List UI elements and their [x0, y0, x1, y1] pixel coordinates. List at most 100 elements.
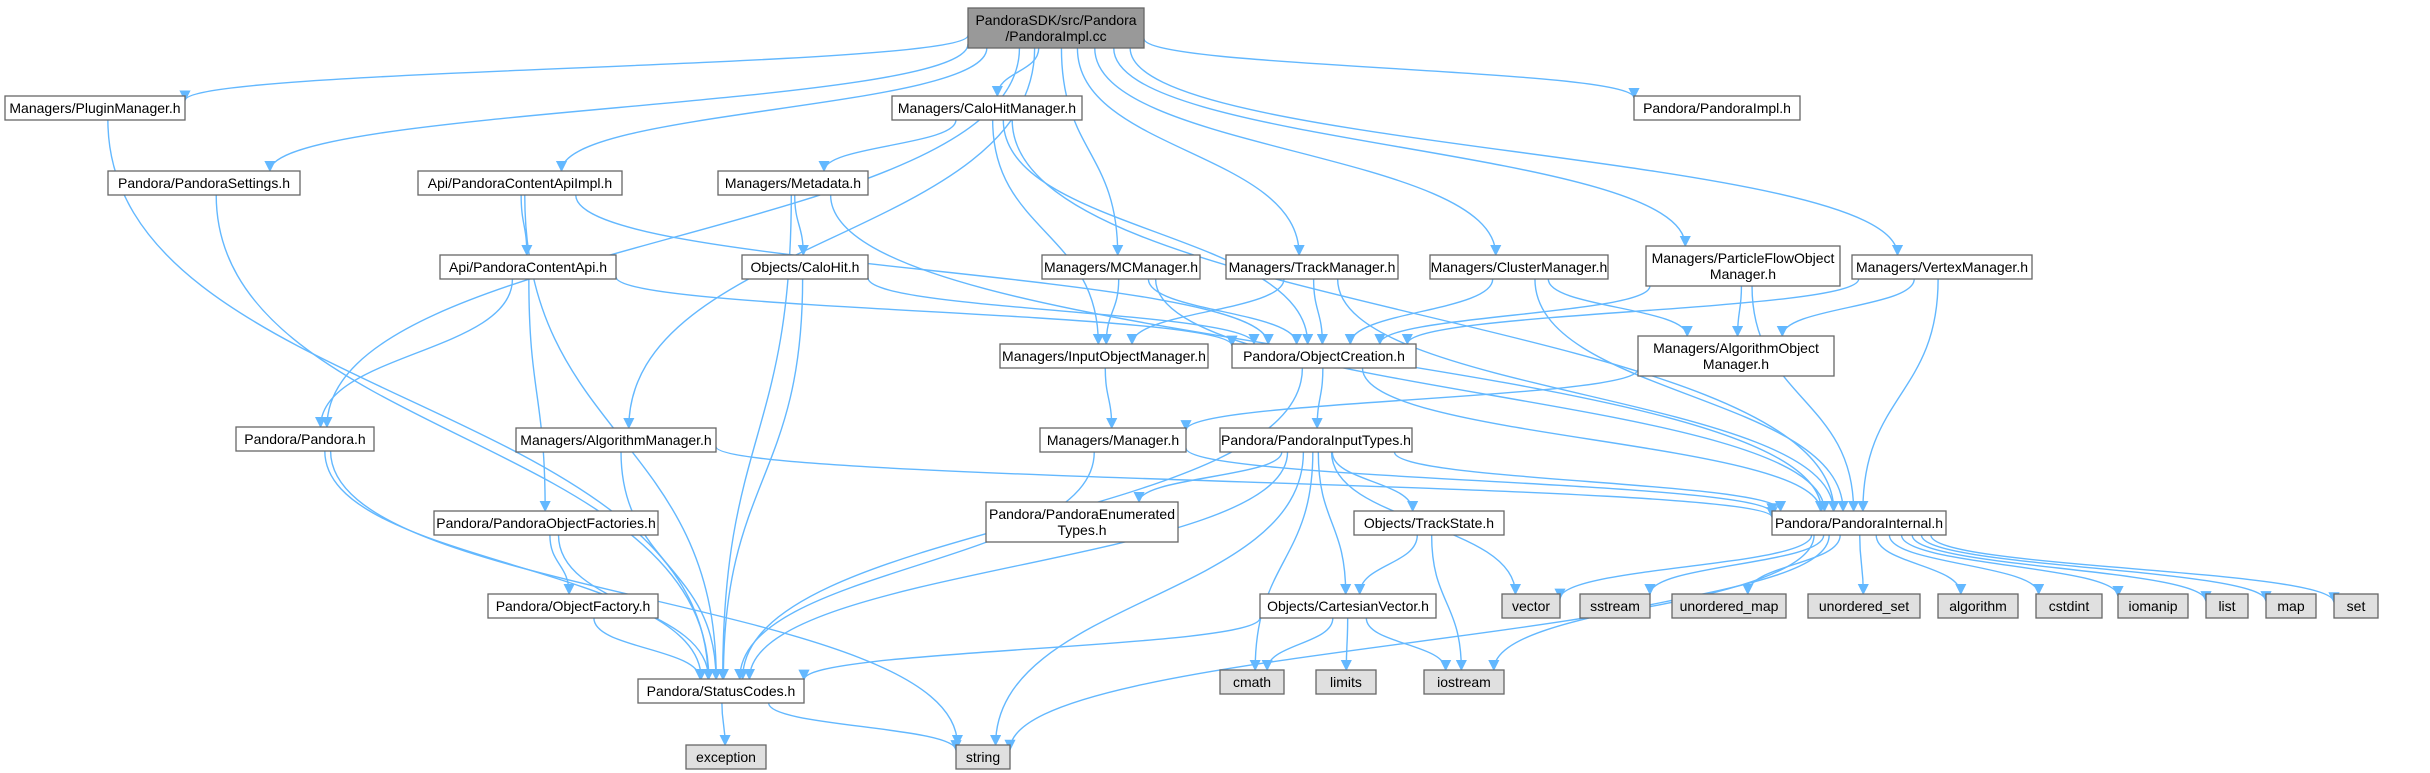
edge-trackstate-to-cartesianvector — [1354, 534, 1418, 596]
node-trackstate[interactable]: Objects/TrackState.h — [1353, 510, 1505, 536]
node-box — [1771, 510, 1947, 536]
edge-statuscodes-to-exception — [719, 702, 731, 747]
node-box — [1219, 669, 1285, 695]
edge-pandorainternal-to-set — [1930, 534, 2340, 604]
node-box — [1851, 254, 2033, 280]
edge-root-to-clustermanager — [1094, 47, 1502, 257]
node-contentapiimpl[interactable]: Api/PandoraContentApiImpl.h — [417, 170, 623, 196]
node-calohitmanager[interactable]: Managers/CaloHitManager.h — [891, 95, 1083, 121]
node-box — [1937, 593, 2019, 619]
node-statuscodes[interactable]: Pandora/StatusCodes.h — [637, 678, 805, 704]
node-manager[interactable]: Managers/Manager.h — [1039, 427, 1187, 453]
edge-pandorainternal-to-map — [1920, 534, 2272, 603]
edge-calohitmanager-to-objectcreation — [1002, 119, 1314, 346]
edge-vertexmanager-to-objectcreation — [1401, 278, 1860, 346]
node-label: cstdint — [2049, 598, 2090, 614]
edge-trackmanager-to-inputobjectmanager — [1126, 278, 1285, 346]
node-unordered_map: unordered_map — [1671, 593, 1787, 619]
node-label: Pandora/PandoraInternal.h — [1775, 515, 1943, 531]
node-vertexmanager[interactable]: Managers/VertexManager.h — [1851, 254, 2033, 280]
edge-root-to-pandoraimplh — [1143, 38, 1640, 100]
node-box — [2117, 593, 2189, 619]
node-calohit[interactable]: Objects/CaloHit.h — [741, 254, 869, 280]
node-label: Objects/CartesianVector.h — [1267, 598, 1429, 614]
node-metadata[interactable]: Managers/Metadata.h — [717, 170, 869, 196]
node-objectfactory[interactable]: Pandora/ObjectFactory.h — [487, 593, 659, 619]
edge-contentapi-to-objectfactories — [528, 278, 551, 513]
node-label: Api/PandoraContentApi.h — [449, 259, 607, 275]
edge-clustermanager-to-pandorainternal — [1534, 278, 1849, 513]
node-box — [685, 744, 767, 770]
node-label: Manager.h — [1710, 266, 1776, 282]
edge-algorithmmanager-to-statuscodes — [620, 451, 722, 681]
node-box — [4, 95, 186, 121]
node-label: Pandora/PandoraImpl.h — [1643, 100, 1791, 116]
node-mcmanager[interactable]: Managers/MCManager.h — [1041, 254, 1201, 280]
node-label: limits — [1330, 674, 1362, 690]
node-inputtypes[interactable]: Pandora/PandoraInputTypes.h — [1219, 427, 1413, 453]
node-label: Managers/MCManager.h — [1044, 259, 1198, 275]
edge-calohit-to-objectcreation — [867, 277, 1260, 346]
edge-algobjectmanager-to-manager — [1180, 368, 1639, 432]
edge-pandorainternal-to-cstdint — [1888, 534, 2045, 596]
node-algorithmmanager[interactable]: Managers/AlgorithmManager.h — [515, 427, 717, 453]
edge-trackstate-to-iostream — [1430, 534, 1467, 672]
node-label: Pandora/ObjectCreation.h — [1243, 348, 1405, 364]
node-label: Managers/TrackManager.h — [1229, 259, 1396, 275]
edge-contentapi-to-pandorah — [314, 278, 514, 429]
node-box — [1807, 593, 1921, 619]
edge-mcmanager-to-pandorainternal — [1154, 278, 1830, 513]
node-label: Managers/ClusterManager.h — [1431, 259, 1608, 275]
edge-root-to-pandorasettings — [264, 43, 969, 173]
edge-manager-to-statuscodes — [734, 451, 1095, 681]
node-label: Pandora/PandoraObjectFactories.h — [436, 515, 655, 531]
node-label: Managers/Metadata.h — [725, 175, 861, 191]
edge-pandorainternal-to-vector — [1554, 534, 1813, 600]
node-inputobjectmanager[interactable]: Managers/InputObjectManager.h — [999, 343, 1209, 369]
edge-objectcreation-to-inputtypes — [1311, 367, 1324, 430]
node-box — [1353, 510, 1505, 536]
node-objectcreation[interactable]: Pandora/ObjectCreation.h — [1231, 343, 1417, 369]
node-iostream: iostream — [1423, 669, 1505, 695]
node-box — [637, 678, 805, 704]
node-cartesianvector[interactable]: Objects/CartesianVector.h — [1259, 593, 1437, 619]
edge-inputtypes-to-string — [990, 451, 1305, 747]
edge-root-to-mcmanager — [1060, 47, 1124, 257]
node-box — [1219, 427, 1413, 453]
node-label: Objects/TrackState.h — [1364, 515, 1494, 531]
node-label: /PandoraImpl.cc — [1005, 28, 1106, 44]
node-box — [235, 426, 375, 452]
edge-inputtypes-to-enumeratedtypes — [1133, 451, 1283, 504]
node-box — [1039, 427, 1187, 453]
node-pandoraimplh[interactable]: Pandora/PandoraImpl.h — [1633, 95, 1801, 121]
node-label: Managers/InputObjectManager.h — [1002, 348, 1206, 364]
node-pandorainternal[interactable]: Pandora/PandoraInternal.h — [1771, 510, 1947, 536]
edge-statuscodes-to-string — [767, 702, 962, 752]
node-map: map — [2265, 593, 2317, 619]
node-contentapi[interactable]: Api/PandoraContentApi.h — [439, 254, 617, 280]
edge-cartesianvector-to-cmath — [1261, 617, 1334, 672]
node-iomanip: iomanip — [2117, 593, 2189, 619]
node-exception: exception — [685, 744, 767, 770]
node-string: string — [955, 744, 1011, 770]
edge-contentapiimpl-to-contentapi — [520, 194, 533, 257]
node-label: iomanip — [2128, 598, 2177, 614]
node-label: Pandora/ObjectFactory.h — [496, 598, 651, 614]
node-objectfactories[interactable]: Pandora/PandoraObjectFactories.h — [433, 510, 659, 536]
edge-objectcreation-to-pandorainternal — [1361, 367, 1827, 513]
node-pandorasettings[interactable]: Pandora/PandoraSettings.h — [107, 170, 301, 196]
node-box — [891, 95, 1083, 121]
node-trackmanager[interactable]: Managers/TrackManager.h — [1225, 254, 1399, 280]
node-pluginmanager[interactable]: Managers/PluginManager.h — [4, 95, 186, 121]
edge-mcmanager-to-objectcreation — [1147, 278, 1303, 346]
edge-inputtypes-to-cartesianvector — [1317, 451, 1352, 596]
node-box — [2333, 593, 2379, 619]
node-box — [967, 7, 1145, 49]
node-clustermanager[interactable]: Managers/ClusterManager.h — [1429, 254, 1609, 280]
edge-root-to-trackmanager — [1076, 47, 1305, 257]
node-cstdint: cstdint — [2035, 593, 2103, 619]
node-pandorah[interactable]: Pandora/Pandora.h — [235, 426, 375, 452]
